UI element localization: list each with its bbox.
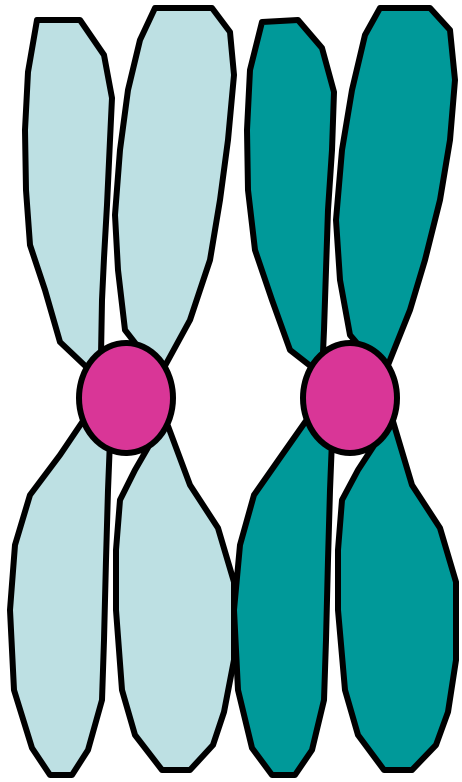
chromosome-light	[10, 8, 234, 775]
chromosome-dark-centromere	[303, 343, 397, 453]
chromosome-light-left-chromatid-lower-arm	[10, 418, 110, 775]
chromosome-light-centromere	[79, 343, 173, 453]
chromosome-dark	[234, 8, 456, 775]
chromosome-dark-right-chromatid-lower-arm	[338, 418, 456, 770]
chromosome-dark-left-chromatid-lower-arm	[234, 418, 332, 775]
chromosome-light-right-chromatid-lower-arm	[116, 418, 234, 770]
chromosome-dark-left-chromatid-upper-arm	[247, 20, 334, 375]
chromosome-light-left-chromatid-upper-arm	[25, 20, 112, 378]
chromosome-light-right-chromatid-upper-arm	[115, 8, 234, 375]
chromosome-dark-right-chromatid-upper-arm	[336, 8, 455, 375]
